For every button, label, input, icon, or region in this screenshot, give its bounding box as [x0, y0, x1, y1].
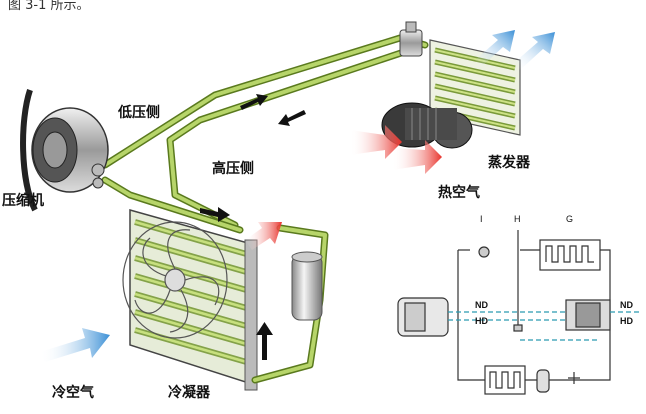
- condenser-label: 冷凝器: [168, 385, 210, 401]
- flow-arrows: [200, 94, 306, 360]
- schematic-nd-right: ND: [620, 300, 633, 310]
- blower: [381, 102, 473, 149]
- schematic-label-i: I: [480, 214, 483, 224]
- receiver-dryer: [291, 251, 323, 321]
- hot-air-label: 热空气: [438, 185, 480, 201]
- caption: 图 3-1 所示。: [8, 0, 90, 13]
- schematic: [397, 230, 640, 395]
- compressor: [20, 89, 109, 212]
- schematic-nd-left: ND: [475, 300, 488, 310]
- expansion-valve: [399, 21, 423, 57]
- schematic-label-g: G: [566, 214, 574, 224]
- evaporator-label: 蒸发器: [488, 155, 530, 171]
- high-side-label: 高压侧: [212, 161, 254, 177]
- condenser: [122, 209, 258, 391]
- cool-out-arrows: [475, 30, 555, 70]
- fan-icon: [122, 221, 228, 339]
- cold-air-arrow: [40, 328, 110, 362]
- schematic-label-h: H: [514, 214, 521, 224]
- hot-out-arrow: [245, 222, 282, 250]
- schematic-hd-left: HD: [475, 316, 488, 326]
- low-side-label: 低压侧: [118, 105, 160, 121]
- cold-air-label: 冷空气: [52, 385, 94, 401]
- schematic-hd-right: HD: [620, 316, 633, 326]
- compressor-label: 压缩机: [2, 193, 44, 209]
- hot-air-arrows: [350, 125, 442, 174]
